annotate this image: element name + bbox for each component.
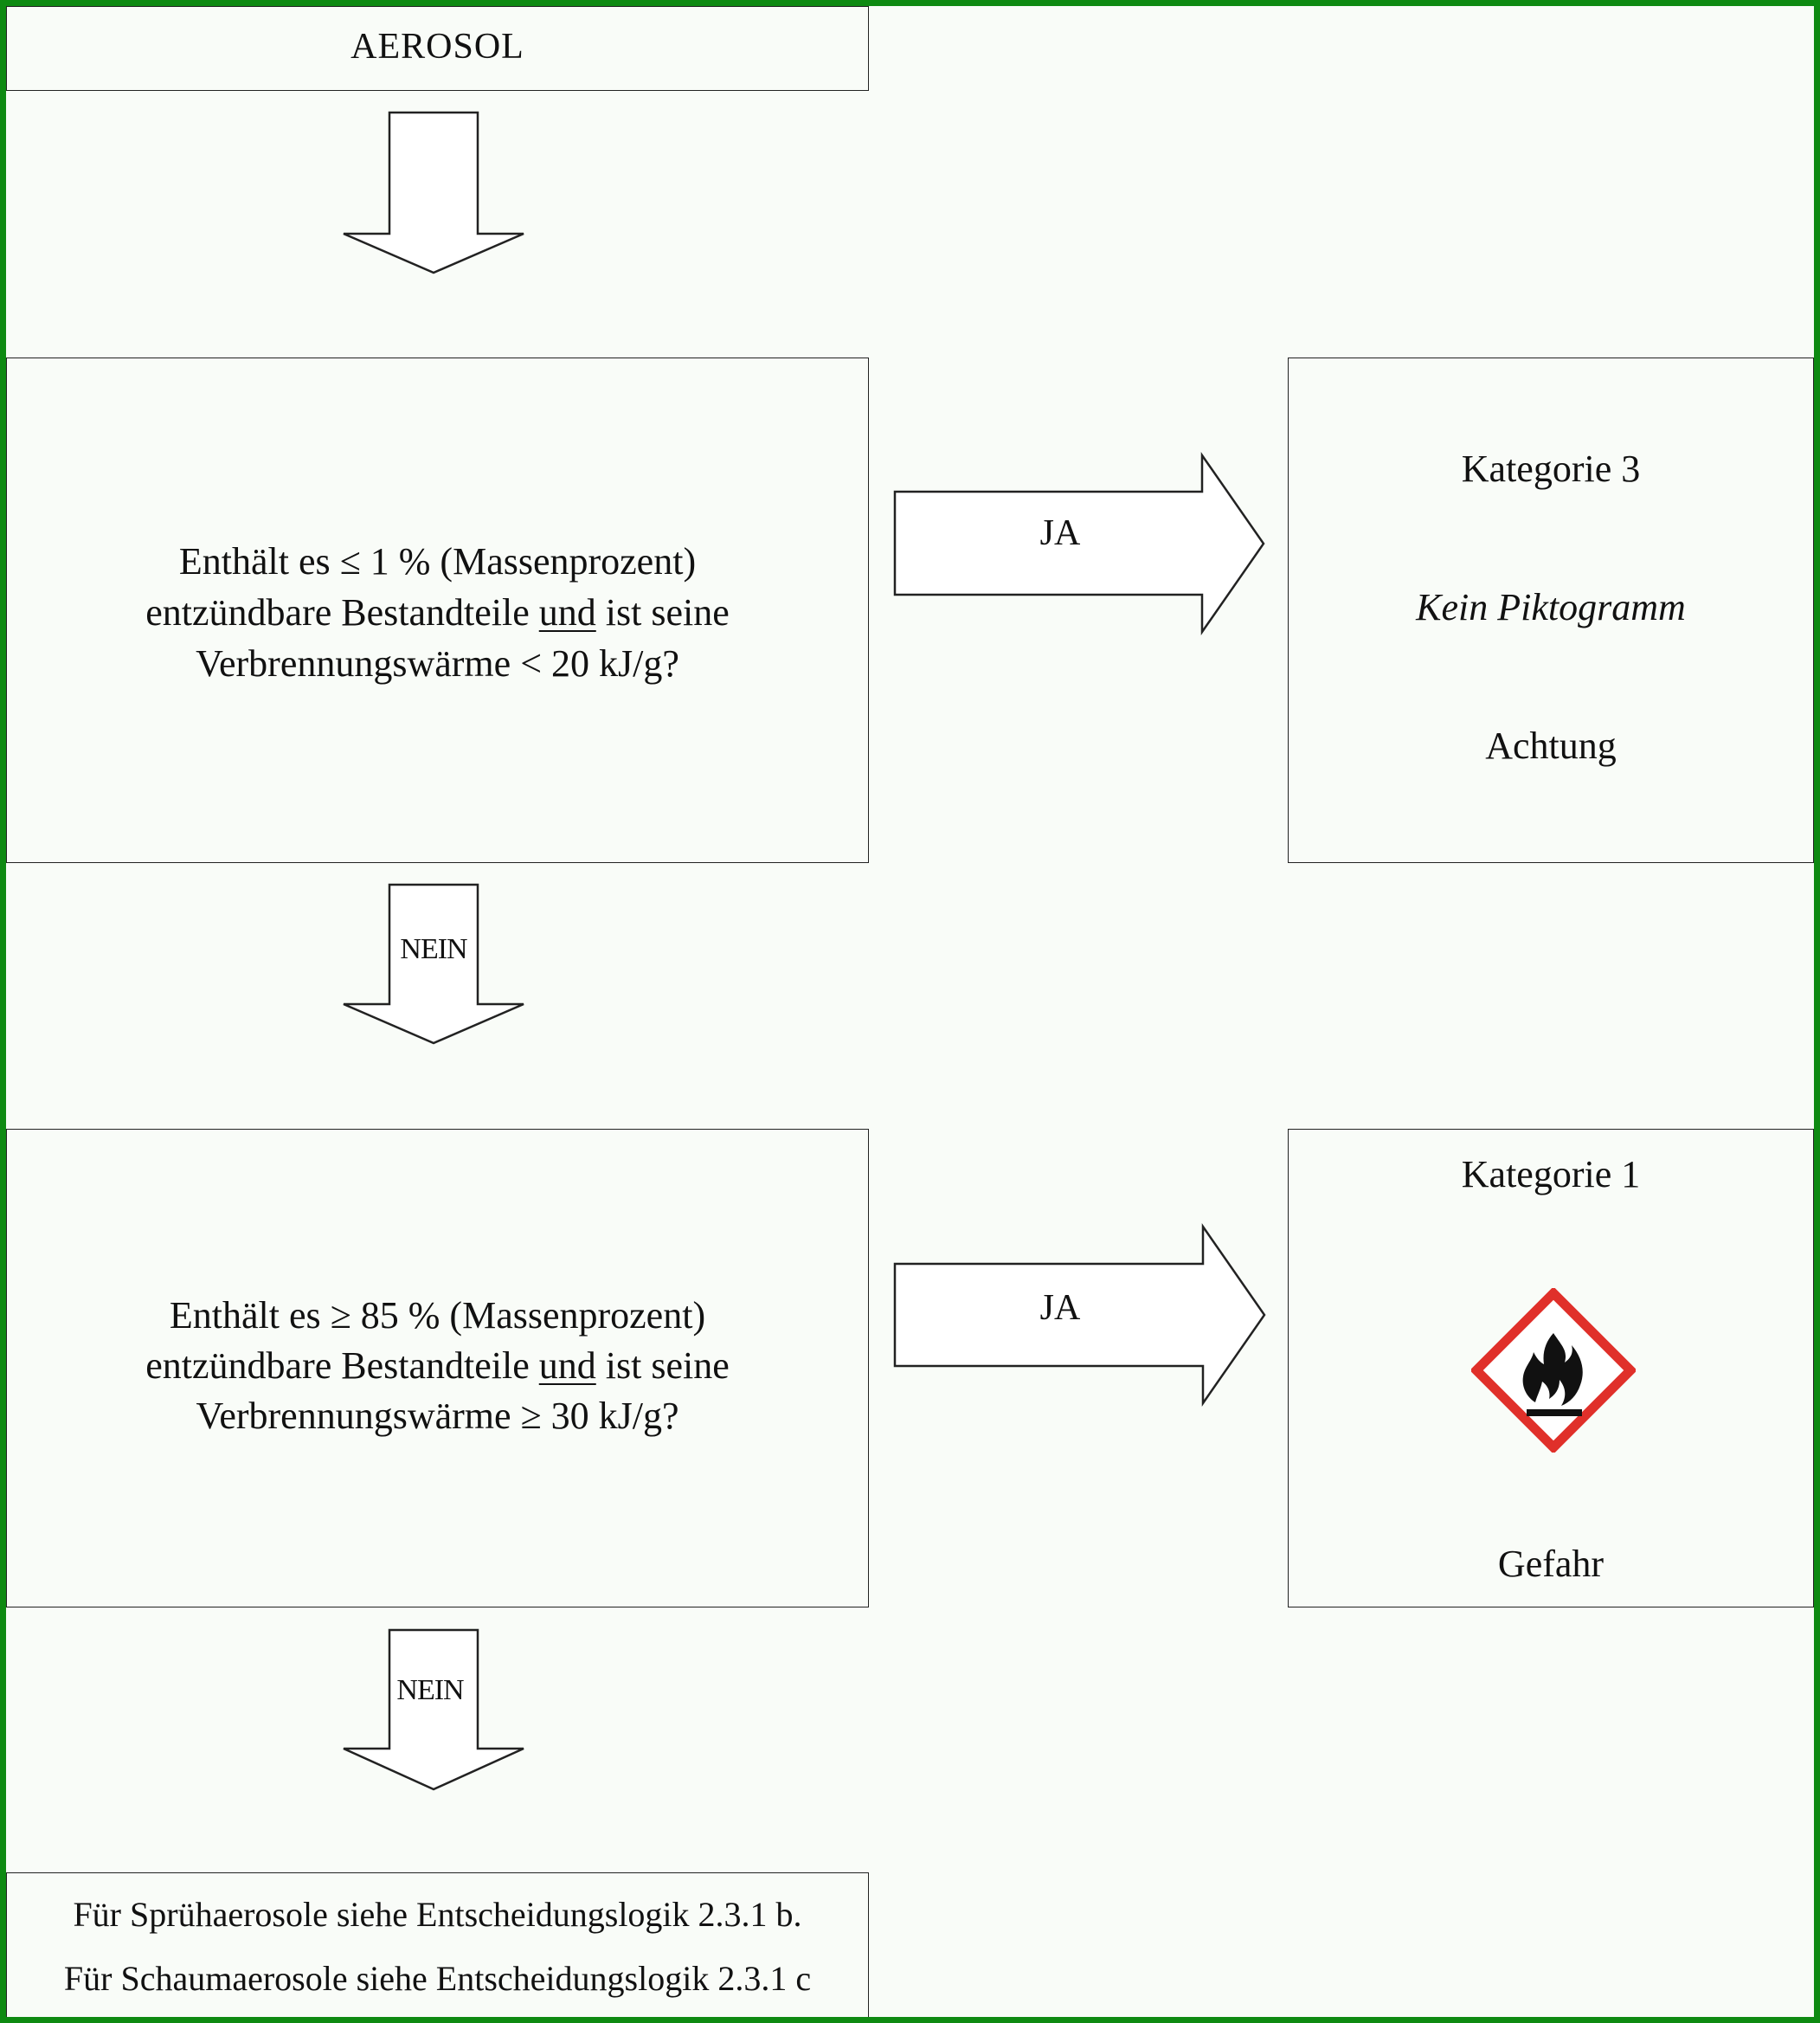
question-box-2: Enthält es ≥ 85 % (Massenprozent) entzün… — [6, 1129, 869, 1607]
result-1-category: Kategorie 3 — [1461, 448, 1641, 490]
arrow-yes-1-label: JA — [1039, 513, 1081, 553]
question-2-und: und — [538, 1344, 596, 1387]
result-2-signal-word: Gefahr — [1497, 1543, 1605, 1585]
right-arrow-yes-1 — [893, 452, 1265, 635]
result-1-pictogram-note: Kein Piktogramm — [1416, 586, 1686, 628]
question-1-line-3: Verbrennungswärme < 20 kJ/g? — [196, 642, 679, 685]
end-box: Für Sprühaerosole siehe Entscheidungslog… — [6, 1872, 869, 2017]
question-1-und: und — [538, 591, 596, 634]
start-label: AEROSOL — [350, 27, 524, 67]
question-2-line-2: entzündbare Bestandteile und ist seine — [145, 1344, 730, 1387]
question-box-1: Enthält es ≤ 1 % (Massenprozent) entzünd… — [6, 358, 869, 863]
down-arrow-no-1 — [343, 883, 524, 1045]
arrow-no-1-label: NEIN — [400, 933, 467, 965]
arrow-no-2-label: NEIN — [396, 1674, 464, 1706]
question-1-line-2: entzündbare Bestandteile und ist seine — [145, 591, 730, 634]
end-line-2: Für Schaumaerosole siehe Entscheidungslo… — [63, 1959, 812, 1998]
question-2-line-1: Enthält es ≥ 85 % (Massenprozent) — [169, 1294, 706, 1337]
result-box-category-3: Kategorie 3 Kein Piktogramm Achtung — [1288, 358, 1814, 863]
end-line-1: Für Sprühaerosole siehe Entscheidungslog… — [73, 1895, 802, 1934]
result-box-category-1: Kategorie 1 Gefahr — [1288, 1129, 1814, 1607]
down-arrow-no-2 — [343, 1628, 524, 1791]
question-2-text: Enthält es ≥ 85 % (Massenprozent) entzün… — [7, 1291, 868, 1441]
result-2-category: Kategorie 1 — [1461, 1153, 1641, 1195]
question-1-text: Enthält es ≤ 1 % (Massenprozent) entzünd… — [7, 536, 868, 689]
result-1-signal-word: Achtung — [1485, 725, 1617, 767]
down-arrow-start — [343, 111, 524, 274]
arrow-yes-2-label: JA — [1039, 1288, 1081, 1328]
flame-icon — [1471, 1288, 1636, 1453]
start-box: AEROSOL — [6, 6, 869, 91]
right-arrow-yes-2 — [893, 1223, 1266, 1407]
question-2-line-3: Verbrennungswärme ≥ 30 kJ/g? — [196, 1395, 679, 1437]
question-1-line-1: Enthält es ≤ 1 % (Massenprozent) — [178, 540, 697, 583]
